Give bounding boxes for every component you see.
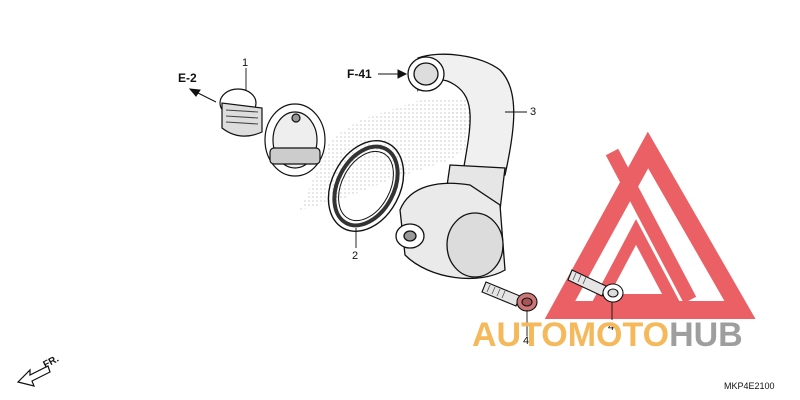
watermark-text-part2: HUB <box>669 316 743 354</box>
bolt-part-right <box>567 269 624 303</box>
reference-arrow-e2-icon <box>188 88 217 103</box>
water-pipe-housing-part <box>395 53 515 280</box>
bolt-part-left <box>481 281 538 312</box>
reference-arrow-f41-icon <box>378 69 408 79</box>
part-label-1: 1 <box>242 57 249 69</box>
front-direction-arrow-icon <box>16 365 51 387</box>
leader-lines <box>245 68 613 336</box>
part-label-3: 3 <box>530 106 537 118</box>
reference-f41: F-41 <box>347 67 372 81</box>
watermark-text-part1: AUTOMOTO <box>472 316 670 354</box>
watermark-text: AUTOMOTOHUB <box>472 318 743 352</box>
diagram-code: MKP4E2100 <box>724 381 775 391</box>
thermostat-part <box>219 88 326 177</box>
reference-e2: E-2 <box>178 71 197 85</box>
part-label-2: 2 <box>352 250 359 262</box>
gasket-ring-part <box>327 140 405 232</box>
part-label-4-right: 4 <box>608 321 615 333</box>
part-label-4-left: 4 <box>523 335 530 347</box>
watermark-logo-icon <box>544 131 756 319</box>
